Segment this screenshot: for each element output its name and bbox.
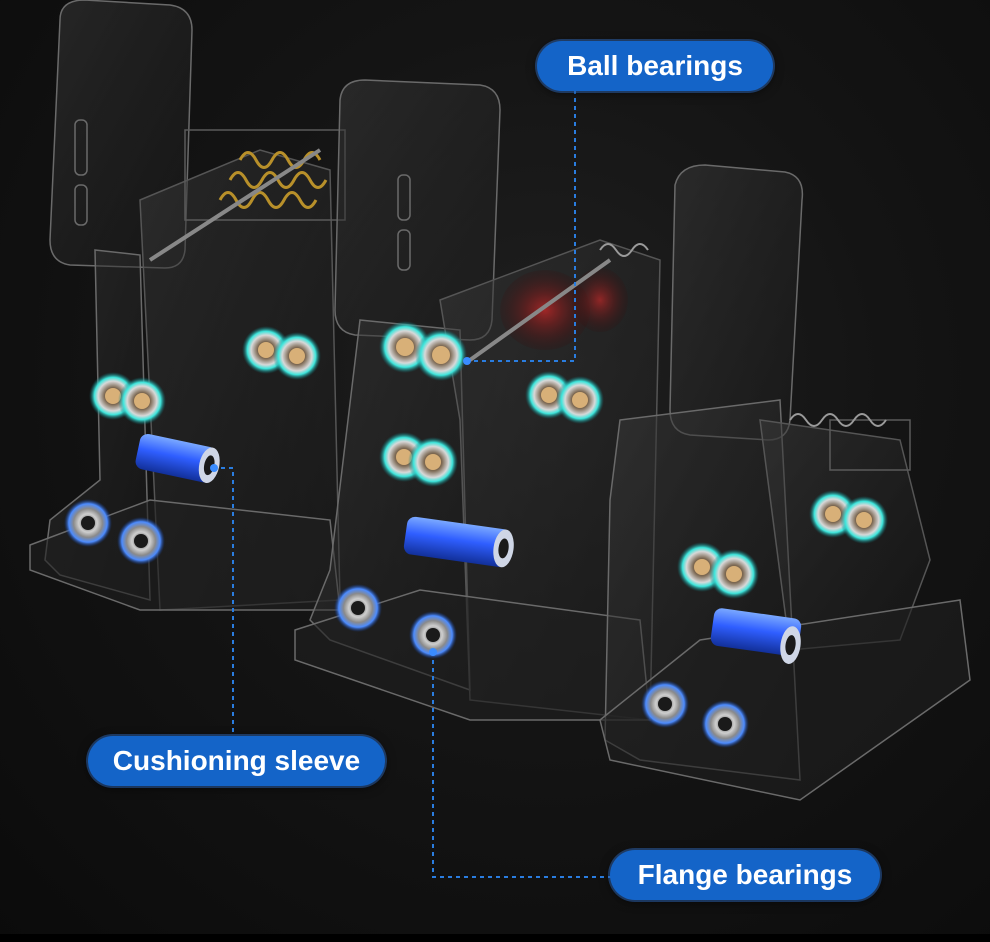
flange-bearing-icon <box>409 611 457 659</box>
ball-bearing-icon <box>118 377 166 425</box>
ball-bearing-icon <box>556 376 604 424</box>
leader-line-cushion <box>214 467 234 740</box>
bottom-border <box>0 934 990 942</box>
pedal-left <box>29 0 346 611</box>
flange-bearing-icon <box>701 700 749 748</box>
cushioning-sleeve-icon <box>135 433 220 484</box>
callout-flange-bearings: Flange bearings <box>610 850 880 900</box>
ball-bearing-icon <box>709 549 759 599</box>
leader-line-flange <box>432 652 612 878</box>
leader-lines <box>214 90 612 878</box>
spring-icon <box>599 243 887 427</box>
cushioning-sleeve-icon <box>403 516 514 568</box>
callout-ball-bearings: Ball bearings <box>537 41 773 91</box>
cushioning-sleeve-icon <box>710 608 802 664</box>
cushioning-sleeves-group <box>135 433 802 664</box>
ball-bearing-icon <box>408 437 458 487</box>
ball-bearing-icon <box>415 329 467 381</box>
leader-line-ball <box>467 90 576 362</box>
flange-bearing-icon <box>64 499 112 547</box>
flange-bearing-icon <box>334 584 382 632</box>
ball-bearing-icon <box>840 496 888 544</box>
flange-bearing-icon <box>641 680 689 728</box>
ball-bearing-icon <box>273 332 321 380</box>
flange-bearings-group <box>64 499 749 748</box>
flange-bearing-icon <box>117 517 165 565</box>
leader-dots <box>210 357 471 656</box>
callout-cushioning-sleeve: Cushioning sleeve <box>88 736 385 786</box>
ball-bearings-group <box>89 321 888 599</box>
